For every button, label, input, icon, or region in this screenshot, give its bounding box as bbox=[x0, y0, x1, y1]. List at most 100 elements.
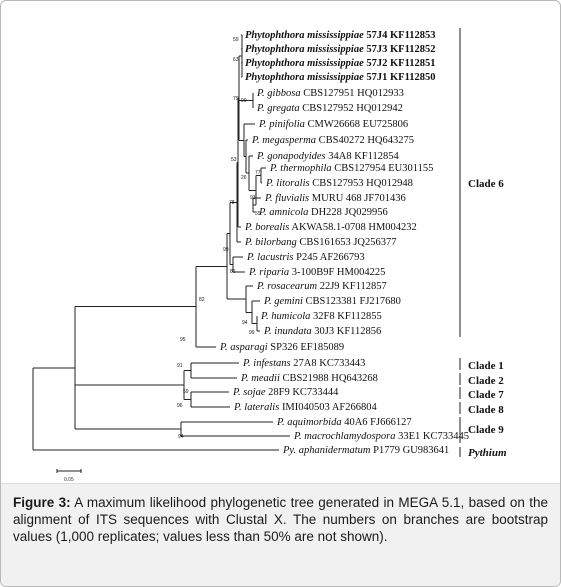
taxon-label: P. bilorbang CBS161653 JQ256377 bbox=[244, 237, 397, 248]
taxon-binomial: P. megasperma bbox=[251, 135, 316, 146]
bootstrap-value: 94 bbox=[242, 320, 248, 326]
taxon-binomial: P. thermophila bbox=[269, 163, 332, 174]
taxon-label: Phytophthora mississippiae 57J1 KF112850 bbox=[245, 72, 436, 83]
taxon-accession: CMW26668 EU725806 bbox=[305, 119, 408, 130]
taxon-accession: 57J1 KF112850 bbox=[364, 72, 436, 83]
bootstrap-value: 99 bbox=[241, 98, 247, 104]
taxon-accession: SP326 EF185089 bbox=[268, 342, 344, 353]
taxon-binomial: P. fluvialis bbox=[264, 193, 309, 204]
bootstrap-value: 99 bbox=[223, 247, 229, 253]
taxon-accession: IMI040503 AF266804 bbox=[279, 402, 377, 413]
taxon-label: Py. aphanidermatum P1779 GU983641 bbox=[282, 445, 449, 456]
bootstrap-value: 26 bbox=[241, 175, 247, 181]
taxon-accession: 3-100B9F HM004225 bbox=[289, 267, 385, 278]
bootstrap-value: 53 bbox=[231, 157, 237, 163]
taxon-binomial: P. litoralis bbox=[265, 178, 310, 189]
taxon-accession: 22J9 KF112857 bbox=[317, 281, 387, 292]
taxon-binomial: Phytophthora mississippiae bbox=[245, 44, 364, 55]
taxon-label: P. gregata CBS127952 HQ012942 bbox=[256, 103, 403, 114]
bootstrap-value: 55 bbox=[255, 211, 261, 217]
taxon-label: P. aquimorbida 40A6 FJ666127 bbox=[276, 417, 412, 428]
taxon-label: P. inundata 30J3 KF112856 bbox=[263, 326, 381, 337]
phylogenetic-tree: Phytophthora mississippiae 57J4 KF112853… bbox=[32, 28, 507, 483]
taxon-binomial: P. gemini bbox=[263, 296, 303, 307]
taxon-binomial: P. lacustris bbox=[246, 252, 293, 263]
taxon-accession: CBS127951 HQ012933 bbox=[301, 88, 404, 99]
bootstrap-value: 86 bbox=[230, 269, 236, 275]
bootstrap-value: 63 bbox=[233, 57, 239, 63]
clade-label: Clade 9 bbox=[468, 424, 504, 436]
taxon-accession: CBS21988 HQ643268 bbox=[280, 373, 378, 384]
taxon-accession: P245 AF266793 bbox=[293, 252, 364, 263]
taxon-accession: CBS40272 HQ643275 bbox=[316, 135, 414, 146]
taxon-accession: DH228 JQ029956 bbox=[308, 207, 387, 218]
taxon-binomial: P. gregata bbox=[256, 103, 300, 114]
bootstrap-value: 59 bbox=[183, 389, 189, 395]
figure-label: Figure 3: bbox=[13, 495, 71, 510]
figure-caption-text: A maximum likelihood phylogenetic tree g… bbox=[13, 495, 548, 544]
taxon-binomial: P. lateralis bbox=[233, 402, 279, 413]
taxon-label: P. asparagi SP326 EF185089 bbox=[219, 342, 344, 353]
taxon-label: P. gonapodyides 34A8 KF112854 bbox=[256, 151, 400, 162]
taxon-binomial: P. riparia bbox=[248, 267, 289, 278]
taxon-label: P. humicola 32F8 KF112855 bbox=[260, 311, 382, 322]
taxon-label: Phytophthora mississippiae 57J3 KF112852 bbox=[245, 44, 436, 55]
taxon-label: P. rosacearum 22J9 KF112857 bbox=[256, 281, 387, 292]
figure-caption: Figure 3: A maximum likelihood phylogene… bbox=[1, 483, 560, 586]
bootstrap-value: 91 bbox=[177, 363, 183, 369]
bootstrap-value: 82 bbox=[199, 297, 205, 303]
taxon-accession: 30J3 KF112856 bbox=[312, 326, 382, 337]
bootstrap-value: 96 bbox=[177, 403, 183, 409]
taxon-label: P. macrochlamydospora 33E1 KC733445 bbox=[293, 431, 469, 442]
taxon-accession: P1779 GU983641 bbox=[371, 445, 450, 456]
taxon-label: Phytophthora mississippiae 57J4 KF112853 bbox=[245, 30, 436, 41]
taxon-accession: CBS161653 JQ256377 bbox=[297, 237, 397, 248]
taxon-binomial: P. bilorbang bbox=[244, 237, 297, 248]
bootstrap-value: 95 bbox=[180, 337, 186, 343]
taxon-label: P. lacustris P245 AF266793 bbox=[246, 252, 365, 263]
clade-label: Clade 1 bbox=[468, 360, 504, 372]
taxon-accession: 57J4 KF112853 bbox=[364, 30, 436, 41]
taxon-accession: 27A8 KC733443 bbox=[291, 358, 366, 369]
taxon-label: P. infestans 27A8 KC733443 bbox=[242, 358, 365, 369]
taxon-label: P. gibbosa CBS127951 HQ012933 bbox=[256, 88, 404, 99]
scale-bar-label: 0.05 bbox=[64, 477, 74, 483]
taxon-accession: 40A6 FJ666127 bbox=[342, 417, 412, 428]
clade-label: Clade 7 bbox=[468, 389, 504, 401]
taxon-binomial: P. aquimorbida bbox=[276, 417, 342, 428]
taxon-accession: CBS127952 HQ012942 bbox=[300, 103, 403, 114]
taxon-binomial: P. sojae bbox=[232, 387, 266, 398]
taxon-accession: 57J3 KF112852 bbox=[364, 44, 436, 55]
bootstrap-value: 59 bbox=[233, 37, 239, 43]
taxon-accession: 57J2 KF112851 bbox=[364, 58, 436, 69]
taxon-accession: 28F9 KC733444 bbox=[265, 387, 339, 398]
taxon-binomial: P. macrochlamydospora bbox=[293, 431, 396, 442]
taxon-accession: CBS127953 HQ012948 bbox=[310, 178, 413, 189]
clade-label: Pythium bbox=[468, 447, 507, 459]
bootstrap-value: 94 bbox=[178, 434, 184, 440]
taxon-label: P. litoralis CBS127953 HQ012948 bbox=[265, 178, 413, 189]
taxon-label: P. amnicola DH228 JQ029956 bbox=[258, 207, 388, 218]
bootstrap-value: 99 bbox=[249, 330, 255, 336]
taxon-binomial: Phytophthora mississippiae bbox=[245, 58, 364, 69]
bootstrap-value: 93 bbox=[250, 195, 256, 201]
taxon-accession: CBS123381 FJ217680 bbox=[303, 296, 401, 307]
taxon-binomial: P. amnicola bbox=[258, 207, 308, 218]
taxon-binomial: P. asparagi bbox=[219, 342, 268, 353]
taxon-accession: 32F8 KF112855 bbox=[310, 311, 381, 322]
taxon-accession: 34A8 KF112854 bbox=[326, 151, 400, 162]
taxon-binomial: P. humicola bbox=[260, 311, 310, 322]
taxon-binomial: Py. aphanidermatum bbox=[282, 445, 371, 456]
taxon-accession: 33E1 KC733445 bbox=[396, 431, 470, 442]
taxon-label: Phytophthora mississippiae 57J2 KF112851 bbox=[245, 58, 436, 69]
taxon-binomial: P. borealis bbox=[244, 222, 289, 233]
taxon-binomial: P. gonapodyides bbox=[256, 151, 326, 162]
taxon-label: P. lateralis IMI040503 AF266804 bbox=[233, 402, 377, 413]
bootstrap-value: 77 bbox=[255, 170, 261, 176]
taxon-label: P. thermophila CBS127954 EU301155 bbox=[269, 163, 433, 174]
taxon-label: P. meadii CBS21988 HQ643268 bbox=[240, 373, 378, 384]
taxon-binomial: P. rosacearum bbox=[256, 281, 318, 292]
clade-label: Clade 6 bbox=[468, 178, 504, 190]
clade-label: Clade 8 bbox=[468, 404, 504, 416]
